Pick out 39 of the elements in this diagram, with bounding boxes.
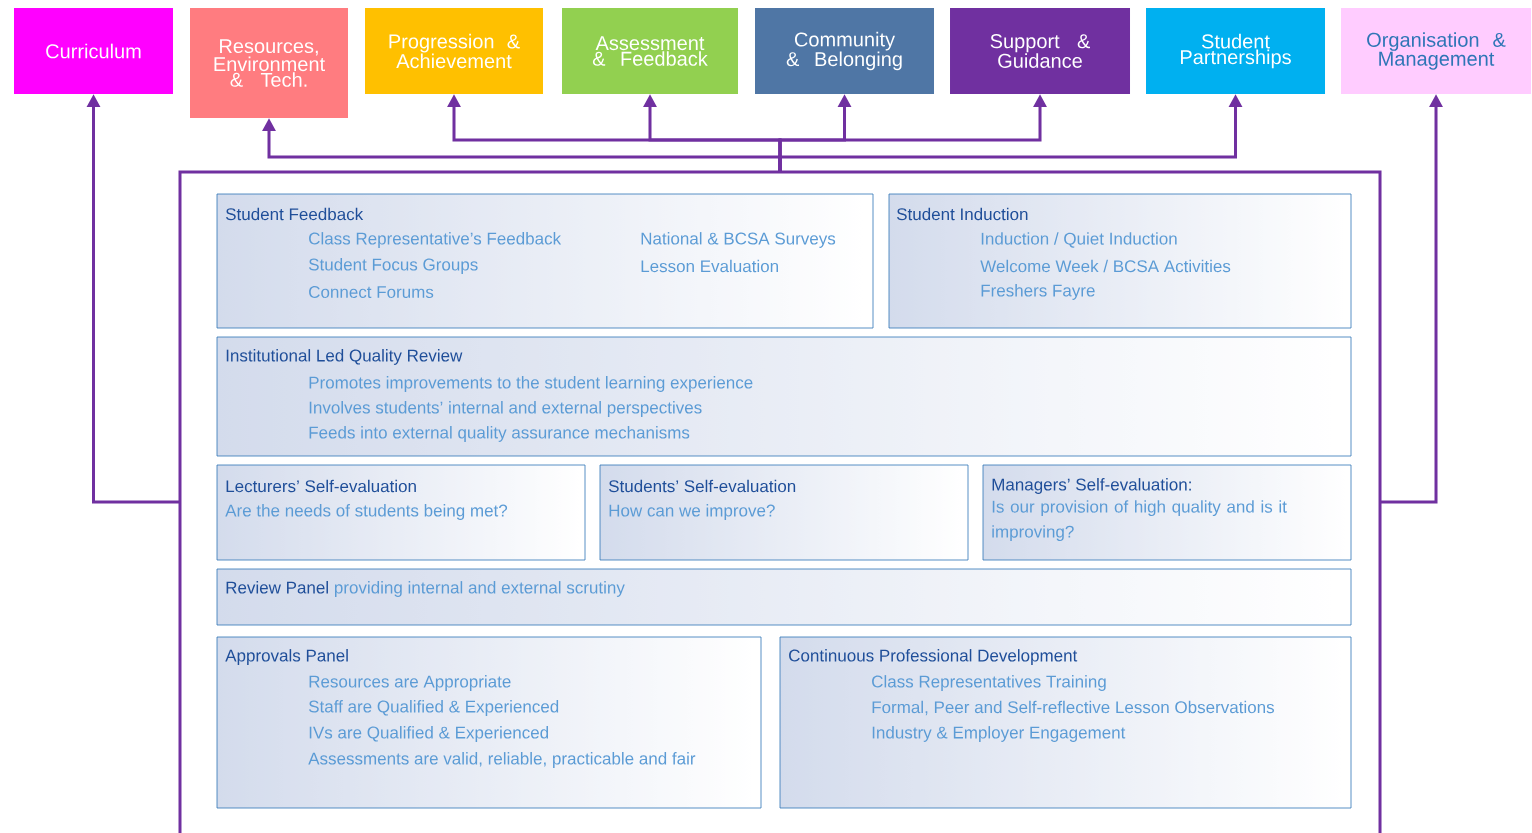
frame [178,170,1382,833]
panel-heading: Managers’ Self-evaluation: [992,478,1191,494]
list-item: Staff are Qualified & Experienced [308,700,559,716]
list-item: Resources are Appropriate [309,675,511,691]
panel-heading: Students’ Self-evaluation [609,479,796,493]
category-box: Progression & Achievement [365,8,543,94]
list-item: Lesson Evaluation [641,259,778,273]
list-item: Is our provision of high quality and is it improving? [992,500,1287,542]
list-item: Feeds into external quality assurance mechanisms [309,426,690,442]
category-box: Community & Belonging [755,8,934,94]
list-item: Connect Forums [309,286,434,299]
list-item: Industry & Employer Engagement [872,726,1126,742]
list-item: Are the needs of students being met? [225,504,508,520]
panel-heading: Institutional Led Quality Review [226,349,463,365]
list-item: IVs are Qualified & Experienced [309,726,549,742]
category-box: Curriculum [14,8,173,94]
list-item: Formal, Peer and Self-reflective Lesson Observations [872,700,1274,716]
panel-heading: Continuous Professional Development [789,649,1078,665]
category-box: Assessment & Feedback [562,8,738,94]
list-item: Welcome Week / BCSA Activities [980,259,1231,273]
category-box: Resources, Environment & Tech. [190,8,348,118]
category-box: Organisation & Management [1341,8,1531,94]
list-item: National & BCSA Surveys [641,232,836,248]
list-item: Involves students’ internal and external perspectives [309,401,702,417]
list-item: Assessments are valid, reliable, practicable and fair [308,752,696,768]
list-item: Class Representatives Training [872,675,1106,691]
list-item: Induction / Quiet Induction [981,232,1177,248]
panel-text: Review Panel providing internal and external scrutiny [226,581,625,597]
category-box: Support & Guidance [950,8,1130,94]
list-item: Promotes improvements to the student learning experience [309,376,753,392]
category-box: Student Partnerships [1146,8,1325,94]
panel-heading: Approvals Panel [225,649,348,665]
panel-heading: Student Feedback [225,207,364,221]
list-item: Class Representative’s Feedback [309,232,562,248]
panel-heading: Student Induction [897,207,1028,221]
list-item: How can we improve? [609,504,775,520]
list-item: Freshers Fayre [981,284,1095,300]
panel-heading: Lecturers’ Self-evaluation [226,479,416,493]
list-item: Student Focus Groups [308,258,478,274]
